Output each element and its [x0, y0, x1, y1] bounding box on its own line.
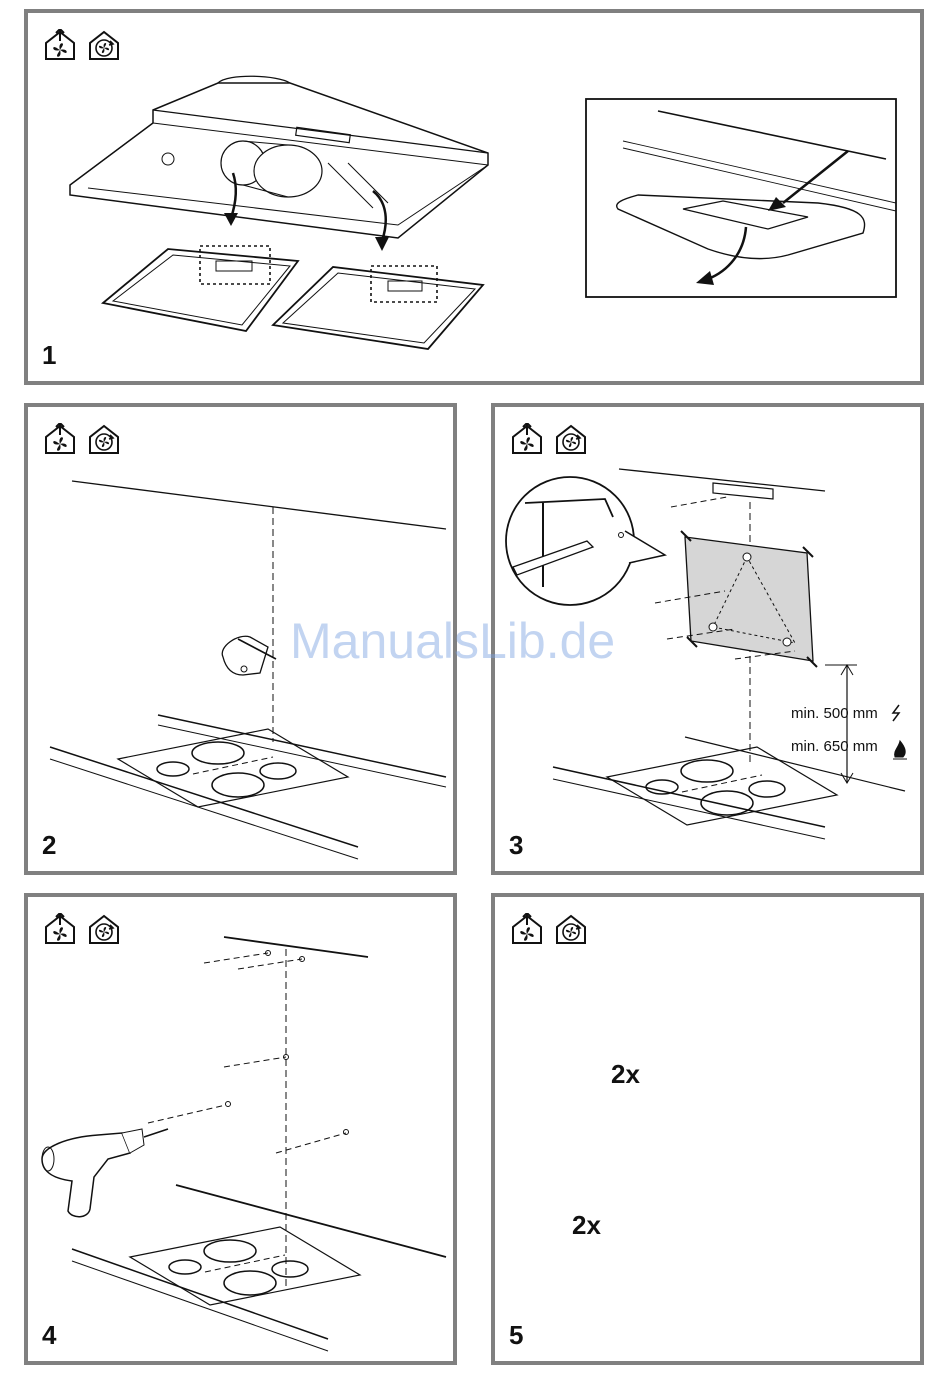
- hood-filter-removal-illustration: [28, 13, 920, 381]
- step-number: 1: [42, 340, 55, 371]
- quantity-label-2: 2x: [572, 1210, 601, 1241]
- mode-icons: [511, 913, 601, 947]
- step-number: 5: [509, 1320, 522, 1351]
- drilling-holes-illustration: [28, 897, 453, 1361]
- watermark: ManualsLib.de: [290, 612, 615, 670]
- step-5-panel: 2x 2x 5: [491, 893, 924, 1365]
- step-4-panel: 4: [24, 893, 457, 1365]
- step-number: 2: [42, 830, 55, 861]
- recirculation-house-icon: [557, 916, 585, 943]
- quantity-label-1: 2x: [611, 1059, 640, 1090]
- step-1-panel: 1: [24, 9, 924, 385]
- step-number: 4: [42, 1320, 55, 1351]
- min-distance-gas-label: min. 650 mm: [791, 738, 878, 755]
- step-number: 3: [509, 830, 522, 861]
- min-distance-electric-label: min. 500 mm: [791, 705, 878, 722]
- exhaust-air-house-icon: [512, 913, 542, 944]
